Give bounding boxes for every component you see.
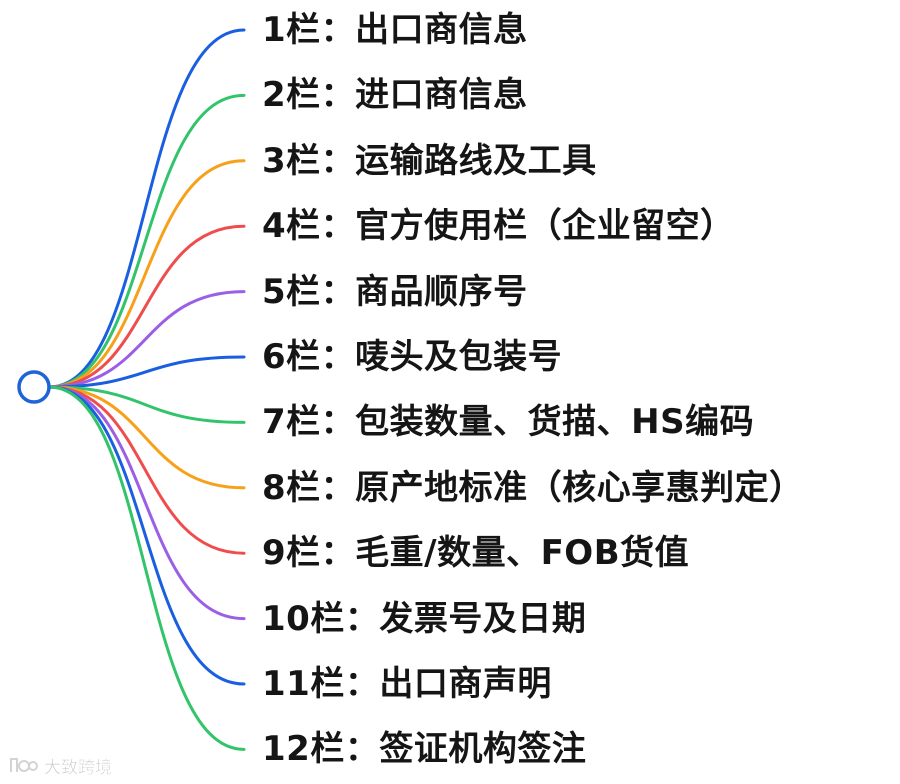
branch-line-6 [47, 355, 246, 389]
branch-line-5 [47, 290, 246, 389]
branch-label-7: 7栏：包装数量、货描、HS编码 [262, 402, 755, 443]
watermark-logo-icon [10, 758, 38, 772]
branch-line-11 [47, 385, 246, 686]
branch-line-9 [47, 385, 246, 555]
branch-line-10 [47, 385, 246, 621]
branch-line-12 [47, 385, 246, 751]
branch-label-6: 6栏：唛头及包装号 [262, 337, 563, 377]
branch-label-1: 1栏：出口商信息 [262, 10, 528, 50]
branch-label-4: 4栏：官方使用栏（企业留空） [262, 206, 735, 247]
branch-label-9: 9栏：毛重/数量、FOB货值 [262, 533, 690, 574]
branch-line-1 [47, 28, 246, 389]
watermark: 大致跨境 [8, 752, 112, 778]
branch-line-4 [47, 224, 246, 389]
root-node [17, 370, 51, 404]
branch-label-12: 12栏：签证机构签注 [262, 729, 587, 770]
branch-line-7 [47, 385, 246, 424]
branch-label-3: 3栏：运输路线及工具 [262, 140, 597, 181]
branch-label-11: 11栏：出口商声明 [262, 664, 552, 704]
branch-label-8: 8栏：原产地标准（核心享惠判定） [262, 467, 804, 508]
branch-label-10: 10栏：发票号及日期 [262, 598, 587, 639]
branch-line-2 [47, 93, 246, 389]
branch-label-5: 5栏：商品顺序号 [262, 271, 528, 312]
watermark-text: 大致跨境 [44, 757, 113, 778]
branch-line-8 [47, 385, 246, 490]
branch-line-3 [47, 159, 246, 389]
branch-label-2: 2栏：进口商信息 [262, 75, 528, 116]
